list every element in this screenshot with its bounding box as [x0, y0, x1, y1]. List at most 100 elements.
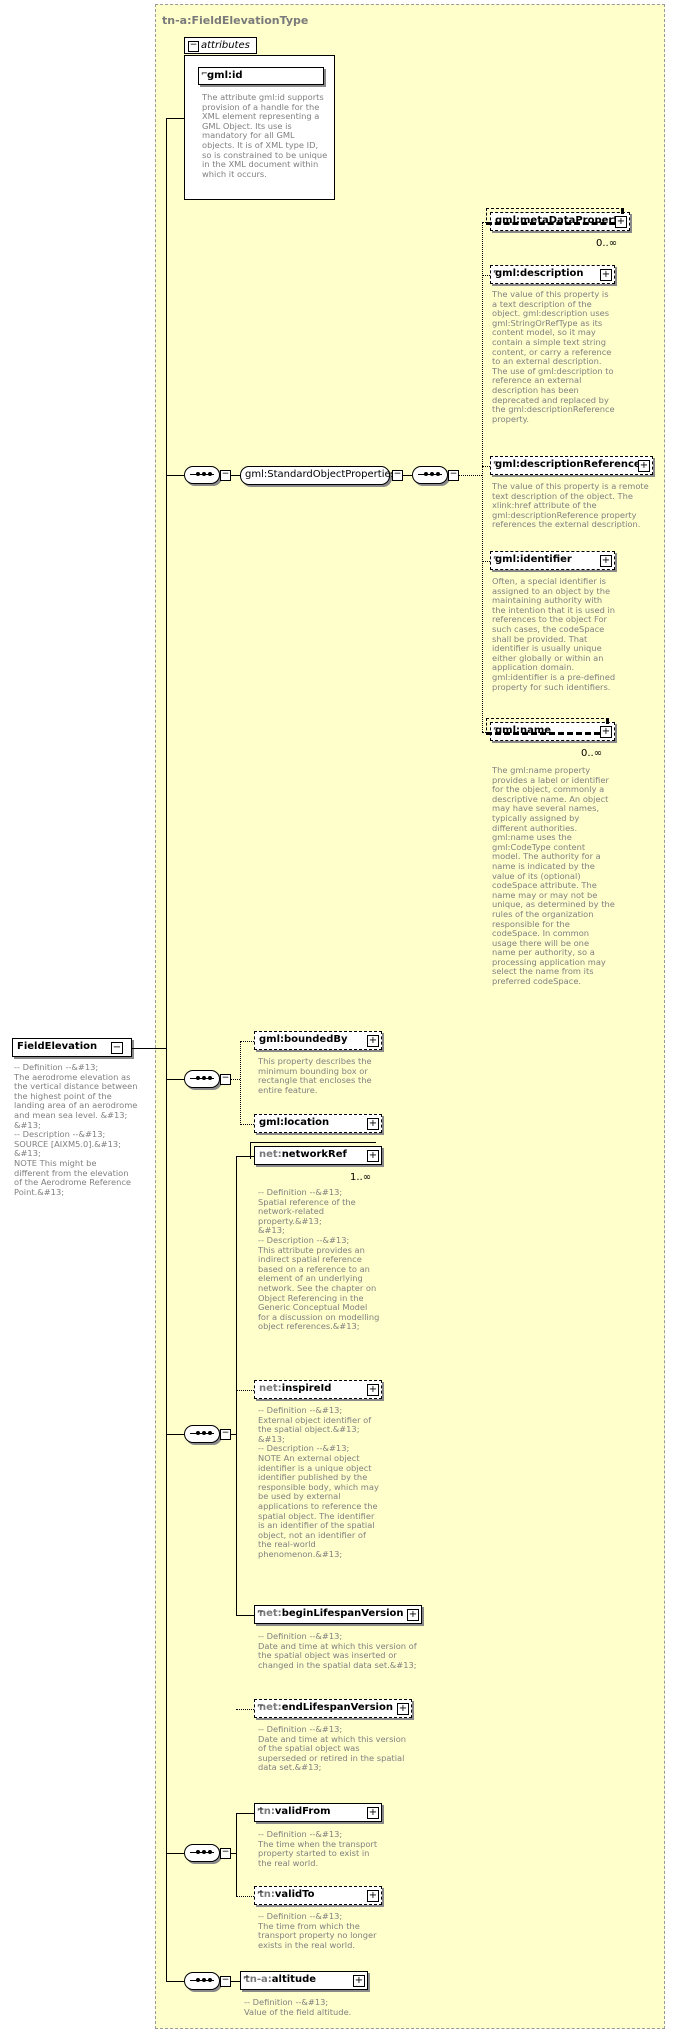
- occurrence-label: 0..∞: [581, 748, 603, 759]
- expand-icon[interactable]: +: [638, 460, 650, 472]
- sequence-compositor-3[interactable]: [184, 1070, 220, 1088]
- element-gml-boundedby[interactable]: gml:boundedBy +: [254, 1031, 382, 1050]
- element-label: validFrom: [274, 1806, 331, 1817]
- seq4-out: [230, 1434, 236, 1435]
- main-spine: [166, 118, 167, 1982]
- seq5-out: [230, 1853, 236, 1854]
- seq5-connector: [166, 1853, 184, 1854]
- element-description: -- Definition --&#13; External object id…: [258, 1405, 379, 1559]
- element-prefix: net:: [259, 1383, 282, 1394]
- element-prefix: tn:: [259, 1806, 275, 1817]
- expand-icon[interactable]: +: [397, 1703, 409, 1715]
- element-description: -- Definition --&#13; Date and time at w…: [258, 1724, 407, 1773]
- expand-icon[interactable]: +: [367, 1807, 379, 1819]
- element-marker-icon: ⌐: [493, 553, 500, 562]
- element-marker-icon: ⌐: [257, 1805, 264, 1814]
- element-description: -- Definition --&#13; The time from whic…: [258, 1911, 377, 1950]
- element-gml-location[interactable]: gml:location +: [254, 1114, 382, 1133]
- attribute-gml-id[interactable]: ⌐ gml:id: [198, 67, 324, 85]
- attributes-tab[interactable]: − attributes: [184, 37, 257, 54]
- seq3-out: [230, 1079, 240, 1080]
- element-net-beginlifespanversion[interactable]: ⌐ net:beginLifespanVersion +: [254, 1605, 422, 1624]
- element-label: gml:metaDataProperty: [495, 215, 625, 226]
- element-description: -- Definition --&#13; The time when the …: [258, 1829, 378, 1868]
- expand-icon[interactable]: +: [615, 216, 627, 228]
- element-label: gml:identifier: [495, 554, 572, 565]
- branch-descref: [482, 466, 490, 467]
- element-marker-icon: ⌐: [493, 267, 500, 276]
- sequence-compositor-2[interactable]: [412, 466, 448, 484]
- seq4-spine: [236, 1156, 237, 1616]
- element-label: gml:location: [259, 1117, 330, 1128]
- branch-bounded: [240, 1041, 254, 1042]
- seq2-out: [458, 475, 482, 476]
- element-label: gml:boundedBy: [259, 1034, 348, 1045]
- collapse-icon[interactable]: −: [111, 1042, 123, 1054]
- root-connector: [131, 1048, 167, 1049]
- type-container: [155, 4, 665, 2029]
- sequence-compositor-6[interactable]: [184, 1972, 220, 1990]
- element-prefix: net:: [259, 1608, 282, 1619]
- element-prefix: net:: [259, 1149, 282, 1160]
- expand-icon[interactable]: +: [367, 1890, 379, 1902]
- element-tn-a-altitude[interactable]: ⌐ tn-a:altitude +: [240, 1971, 368, 1990]
- element-label: gml:name: [495, 725, 552, 736]
- root-element-fieldelevation[interactable]: FieldElevation −: [12, 1038, 132, 1057]
- attributes-collapse-icon[interactable]: −: [188, 40, 199, 52]
- element-tn-validfrom[interactable]: ⌐ tn:validFrom +: [254, 1803, 382, 1822]
- element-gml-metadataproperty[interactable]: gml:metaDataProperty +: [486, 208, 630, 231]
- expand-icon[interactable]: +: [353, 1975, 365, 1987]
- sequence-compositor-4[interactable]: [184, 1425, 220, 1443]
- element-label: altitude: [271, 1974, 317, 1985]
- element-prefix: tn:: [259, 1889, 275, 1900]
- expand-icon[interactable]: +: [600, 726, 612, 738]
- seq6-out: [230, 1981, 240, 1982]
- expand-icon[interactable]: +: [367, 1384, 379, 1396]
- expand-icon[interactable]: +: [367, 1118, 379, 1130]
- sequence-compositor-5[interactable]: [184, 1844, 220, 1862]
- attribute-gml-id-description: The attribute gml:id supports provision …: [202, 92, 328, 179]
- attributes-tab-label: attributes: [201, 40, 250, 51]
- element-description: The value of this property is a text des…: [492, 289, 615, 424]
- element-description: Often, a special identifier is assigned …: [492, 576, 616, 692]
- branch-location: [240, 1124, 254, 1125]
- branch-inspireid: [236, 1390, 254, 1391]
- expand-icon[interactable]: +: [367, 1150, 379, 1162]
- element-marker-icon: ⌐: [257, 1701, 264, 1710]
- element-gml-description[interactable]: ⌐ gml:description +: [490, 265, 615, 284]
- group-standard-object-properties[interactable]: gml:StandardObjectProperties: [240, 466, 396, 485]
- branch-validfrom: [236, 1813, 254, 1814]
- element-net-networkref[interactable]: net:networkRef +: [250, 1142, 382, 1165]
- expand-icon[interactable]: +: [367, 1035, 379, 1047]
- element-gml-identifier[interactable]: ⌐ gml:identifier +: [490, 551, 615, 570]
- root-element-label: FieldElevation: [17, 1041, 98, 1052]
- expand-icon[interactable]: +: [407, 1609, 419, 1621]
- expand-icon[interactable]: +: [600, 269, 612, 281]
- element-label: gml:description: [495, 268, 584, 279]
- expand-icon[interactable]: +: [600, 555, 612, 567]
- element-description: -- Definition --&#13; Value of the field…: [244, 1997, 352, 2017]
- seq4-connector: [166, 1434, 184, 1435]
- element-marker-icon: ⌐: [493, 724, 500, 733]
- element-label: inspireId: [281, 1383, 332, 1394]
- element-gml-descriptionreference[interactable]: ⌐ gml:descriptionReference +: [490, 456, 653, 475]
- seq3-connector: [166, 1079, 184, 1080]
- seq1-to-group: [230, 475, 240, 476]
- type-name: tn-a:FieldElevationType: [162, 14, 309, 27]
- branch-desc: [482, 275, 490, 276]
- element-net-endlifespanversion[interactable]: ⌐ net:endLifespanVersion +: [254, 1699, 412, 1718]
- sequence-compositor-1[interactable]: [184, 466, 220, 484]
- element-label: gml:descriptionReference: [495, 459, 641, 470]
- element-net-inspireid[interactable]: net:inspireId +: [254, 1380, 382, 1399]
- element-tn-validto[interactable]: ⌐ tn:validTo +: [254, 1886, 382, 1905]
- branch-end: [236, 1709, 254, 1710]
- element-description: The value of this property is a remote t…: [492, 481, 649, 530]
- element-label: networkRef: [281, 1149, 347, 1160]
- seq5-spine: [236, 1813, 237, 1897]
- occurrence-label: 1..∞: [350, 1172, 372, 1183]
- attribute-marker-icon: ⌐: [201, 69, 208, 78]
- branch-validto: [236, 1896, 254, 1897]
- element-prefix: tn-a:: [245, 1974, 272, 1985]
- occurrence-label: 0..∞: [596, 238, 618, 249]
- element-gml-name[interactable]: ⌐ gml:name +: [486, 718, 615, 741]
